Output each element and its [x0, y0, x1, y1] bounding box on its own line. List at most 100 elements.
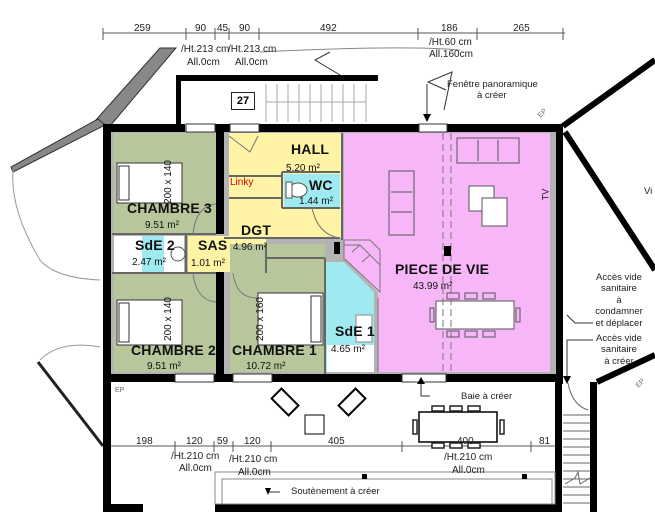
- note-fenetre-line1: Fenêtre panoramique: [447, 79, 538, 90]
- beam-dashes: [442, 133, 452, 372]
- room-living-area: 43.99 m²: [413, 281, 453, 292]
- opening-2-sill: All.0cm: [235, 57, 268, 68]
- room-sde2-name: SdE 2: [135, 237, 175, 253]
- linky-label: Linky: [230, 177, 254, 188]
- note-acces-creer: Accès vide sanitaire à créer: [591, 333, 647, 367]
- note-acces-creer-line1: Accès vide: [596, 333, 642, 344]
- ep-bottom-label: EP: [115, 387, 125, 394]
- room-wc-area: 1.44 m²: [299, 196, 333, 207]
- top-stair-block: [176, 75, 380, 125]
- note-fenetre-line2: à créer: [477, 90, 507, 101]
- windows: [174, 123, 448, 383]
- top-dim-7: 265: [513, 23, 530, 34]
- opening-2-height: /Ht.213 cm: [228, 44, 277, 55]
- room-chambre2-area: 9.51 m²: [147, 361, 181, 372]
- interior-walls: [216, 124, 224, 382]
- bottom-dim-1: 198: [136, 436, 153, 447]
- bottom-dim-7: 81: [539, 436, 551, 447]
- door-swings: [192, 135, 341, 303]
- bottom-dim-3: 59: [217, 436, 229, 447]
- room-chambre2-name: CHAMBRE 2: [131, 342, 217, 358]
- bottom-dim-5: 405: [328, 436, 345, 447]
- room-hall-area: 5.20 m²: [286, 163, 320, 174]
- arrow-soutenement: [265, 488, 271, 495]
- top-dim-2: 90: [195, 23, 207, 34]
- note-acces-condamner-line4: condamner: [595, 306, 643, 318]
- note-acces-condamner-line5: et déplacer: [595, 317, 643, 329]
- bottom-opening-2-height: /Ht.210 cm: [229, 454, 278, 465]
- bed-chambre2-size: 200 x 140: [162, 297, 174, 341]
- left-terrace-curve: [12, 169, 101, 281]
- left-lower-door: [36, 361, 105, 447]
- bottom-opening-1-height: /Ht.210 cm: [171, 451, 220, 462]
- bed-chambre1: [257, 292, 324, 346]
- room-chambre1-name: CHAMBRE 1: [232, 342, 318, 358]
- sde1-shower: [355, 314, 373, 343]
- left-lower-curve: [39, 344, 101, 361]
- note-baie: Baie à créer: [461, 391, 513, 402]
- exterior-walls: [103, 124, 597, 512]
- arrow-fenetre: [423, 114, 431, 122]
- vi-label: Vi: [644, 186, 653, 197]
- right-exterior: [561, 57, 655, 385]
- room-sas-name: SAS: [198, 237, 228, 253]
- opening-1-height: /Ht.213 cm: [181, 44, 230, 55]
- opening-3-sill: All.160cm: [429, 49, 473, 60]
- room-sde1-area: 4.65 m²: [331, 344, 365, 355]
- arrow-baie: [417, 377, 425, 384]
- room-wc-name: WC: [309, 177, 333, 193]
- room-sde1-name: SdE 1: [335, 323, 375, 339]
- stair-number-box: 27: [231, 92, 255, 110]
- bed-chambre3-size: 200 x 140: [162, 160, 174, 204]
- top-dim-1: 259: [134, 23, 151, 34]
- opening-3-height: /Ht.60 cm: [429, 37, 472, 48]
- bottom-dim-4: 120: [244, 436, 261, 447]
- bottom-opening-3-sill: All.0cm: [452, 465, 485, 476]
- room-sde2-shower: [142, 236, 164, 272]
- room-living-name: PIECE DE VIE: [395, 261, 490, 277]
- note-acces-condamner-line1: Accès vide: [596, 272, 642, 283]
- top-dim-6: 186: [441, 23, 458, 34]
- top-dim-5: 492: [320, 23, 337, 34]
- bottom-dim-2: 120: [186, 436, 203, 447]
- room-sde1-vanity: [327, 345, 374, 372]
- room-chambre1-area: 10.72 m²: [246, 361, 286, 372]
- terrace-chairs: [412, 405, 505, 449]
- room-chambre3-area: 9.51 m²: [145, 220, 179, 231]
- terrace-furniture: [270, 387, 498, 443]
- interior-partitions: [112, 133, 343, 374]
- top-dimension-line: [102, 28, 565, 53]
- opening-1-sill: All.0cm: [187, 57, 220, 68]
- bed-chambre1-size: 200 x 160: [254, 297, 266, 341]
- toilet-tank: [285, 181, 293, 199]
- top-dim-3: 45: [217, 23, 229, 34]
- hall-steps: [344, 244, 381, 372]
- room-sde2-area: 2.47 m²: [132, 257, 166, 268]
- room-dgt-name: DGT: [241, 222, 272, 238]
- room-hall-name: HALL: [291, 141, 330, 157]
- note-acces-condamner: Accès vide sanitaire à condamner et dépl…: [591, 272, 647, 329]
- left-ramp: [10, 47, 178, 173]
- room-chambre3-name: CHAMBRE 3: [127, 200, 213, 216]
- right-stair: [563, 382, 591, 504]
- bed-chambre3: [116, 162, 183, 204]
- tv-label: TV: [540, 188, 551, 201]
- bottom-opening-2-sill: All.0cm: [238, 467, 271, 478]
- column: [334, 242, 340, 254]
- room-sde1-fill: [325, 262, 374, 372]
- bottom-dim-6: 400: [457, 436, 474, 447]
- bottom-opening-3-height: /Ht.210 cm: [444, 452, 493, 463]
- arrow-acces: [563, 376, 571, 384]
- living-furniture: [388, 137, 521, 338]
- note-acces-condamner-line3: à: [616, 294, 622, 306]
- note-soutenement: Soutènement à créer: [291, 486, 380, 497]
- note-acces-creer-line2: sanitaire: [601, 344, 637, 356]
- bed-chambre2: [116, 299, 183, 346]
- room-sas-area: 1.01 m²: [191, 258, 225, 269]
- bottom-opening-1-sill: All.0cm: [179, 463, 212, 474]
- retaining-wall: [214, 471, 556, 505]
- sde2-drain: [170, 246, 186, 262]
- living-column: [444, 246, 451, 256]
- note-acces-condamner-line2: sanitaire: [601, 283, 637, 295]
